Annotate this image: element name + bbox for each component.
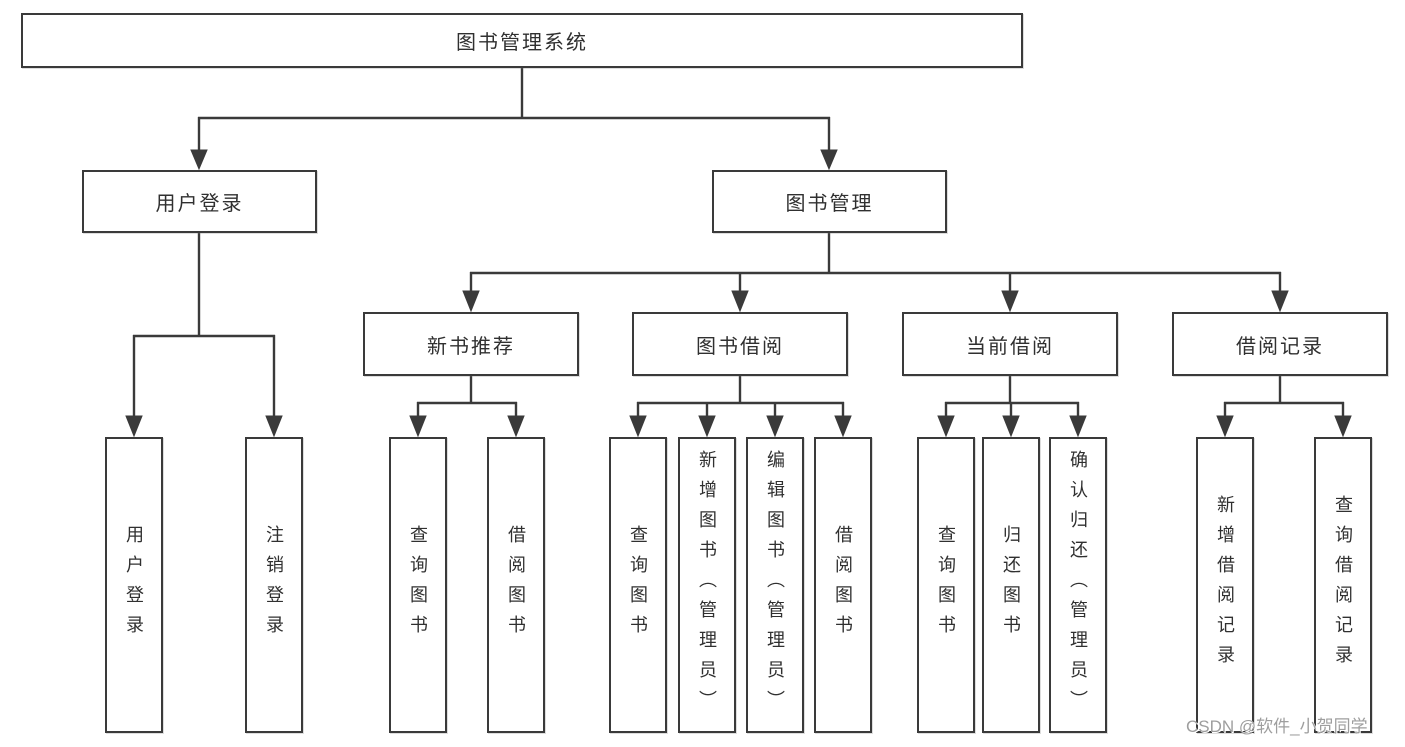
node-label: 查询图书 bbox=[408, 525, 428, 645]
node-label: 查询借阅记录 bbox=[1333, 495, 1353, 675]
node-query-books-recommend: 查询图书 bbox=[389, 437, 447, 733]
node-label: 用户登录 bbox=[124, 525, 144, 645]
node-label: 用户登录 bbox=[155, 193, 244, 215]
node-label: 借阅图书 bbox=[833, 525, 853, 645]
node-user-login: 用户登录 bbox=[82, 170, 317, 233]
node-label: 查询图书 bbox=[936, 525, 956, 645]
node-label: 编辑图书（管理员） bbox=[765, 450, 785, 720]
node-library-management-system: 图书管理系统 bbox=[21, 13, 1023, 68]
node-label: 借阅图书 bbox=[506, 525, 526, 645]
node-new-book-recommendation: 新书推荐 bbox=[363, 312, 579, 376]
node-label: 图书管理系统 bbox=[456, 32, 588, 54]
node-label: 新增借阅记录 bbox=[1215, 495, 1235, 675]
node-query-books-current: 查询图书 bbox=[917, 437, 975, 733]
node-add-borrow-record: 新增借阅记录 bbox=[1196, 437, 1254, 733]
node-label: 查询图书 bbox=[628, 525, 648, 645]
node-label: 图书管理 bbox=[785, 193, 874, 215]
node-user-login-action: 用户登录 bbox=[105, 437, 163, 733]
node-edit-books-admin: 编辑图书（管理员） bbox=[746, 437, 804, 733]
node-borrow-books-recommend: 借阅图书 bbox=[487, 437, 545, 733]
node-logout-action: 注销登录 bbox=[245, 437, 303, 733]
node-borrowing-records: 借阅记录 bbox=[1172, 312, 1388, 376]
node-return-books: 归还图书 bbox=[982, 437, 1040, 733]
node-confirm-return-admin: 确认归还（管理员） bbox=[1049, 437, 1107, 733]
csdn-watermark: CSDN @软件_小贺同学 bbox=[1186, 717, 1368, 736]
node-book-borrowing: 图书借阅 bbox=[632, 312, 848, 376]
node-label: 注销登录 bbox=[264, 525, 284, 645]
node-current-borrowing: 当前借阅 bbox=[902, 312, 1118, 376]
node-label: 归还图书 bbox=[1001, 525, 1021, 645]
node-book-management: 图书管理 bbox=[712, 170, 947, 233]
node-add-books-admin: 新增图书（管理员） bbox=[678, 437, 736, 733]
node-label: 新增图书（管理员） bbox=[697, 450, 717, 720]
node-label: 当前借阅 bbox=[966, 335, 1054, 358]
node-label: 新书推荐 bbox=[427, 335, 515, 358]
node-label: 确认归还（管理员） bbox=[1068, 450, 1088, 720]
node-query-books-borrowing: 查询图书 bbox=[609, 437, 667, 733]
node-label: 借阅记录 bbox=[1236, 335, 1324, 358]
node-query-borrow-record: 查询借阅记录 bbox=[1314, 437, 1372, 733]
node-label: 图书借阅 bbox=[696, 335, 784, 358]
node-borrow-books: 借阅图书 bbox=[814, 437, 872, 733]
